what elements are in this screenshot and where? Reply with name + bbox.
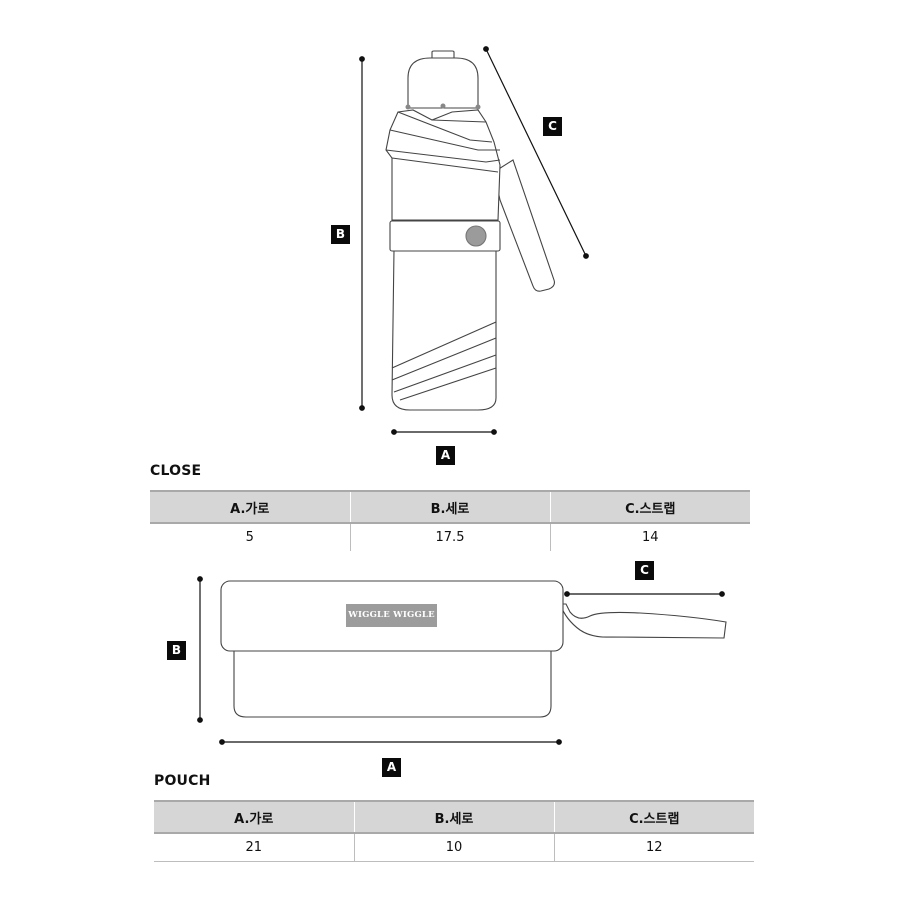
pouch-header-height: B.세로 [353,800,554,834]
marker-b-pouch: B [167,641,186,660]
close-dimensions-table: A.가로 B.세로 C.스트랩 5 17.5 14 [150,490,750,551]
umbrella-handle-top [407,57,479,109]
marker-c-pouch: C [635,561,654,580]
pouch-header-row: A.가로 B.세로 C.스트랩 [154,800,754,834]
pouch-dimension-lines [197,576,725,745]
close-value-height: 17.5 [349,523,550,551]
umbrella-top-cap [431,50,455,58]
pouch-header-strap: C.스트랩 [553,800,754,834]
umbrella-pouch-icon [220,580,727,718]
pouch-value-row: 21 10 12 [154,833,754,862]
pouch-header-width: A.가로 [154,800,354,834]
umbrella-body [391,249,497,411]
close-header-row: A.가로 B.세로 C.스트랩 [150,490,750,524]
pouch-value-height: 10 [353,833,554,862]
pouch-dimensions-table: A.가로 B.세로 C.스트랩 21 10 12 [154,800,754,862]
close-header-width: A.가로 [150,490,350,524]
pouch-brand-label-bg [346,604,437,627]
close-value-width: 5 [245,530,254,545]
close-section-title: CLOSE [150,463,202,479]
pouch-lower-body [233,649,552,718]
umbrella-snap-button [465,225,487,247]
marker-b-umbrella: B [331,225,350,244]
close-value-strap: 14 [549,523,750,551]
folded-umbrella-icon [385,50,555,411]
close-header-height: B.세로 [349,490,550,524]
umbrella-strap [493,159,555,292]
pouch-value-strap: 12 [553,833,754,862]
marker-a-pouch: A [382,758,401,777]
umbrella-dimension-lines [359,46,589,435]
pouch-brand-label: WIGGLE WIGGLE [348,610,435,620]
marker-c-umbrella: C [543,117,562,136]
pouch-section-title: POUCH [154,773,211,789]
close-header-strap: C.스트랩 [549,490,750,524]
marker-a-umbrella: A [436,446,455,465]
pouch-strap [559,603,727,639]
close-value-row: 5 17.5 14 [150,523,750,551]
pouch-value-width: 21 [154,833,354,862]
